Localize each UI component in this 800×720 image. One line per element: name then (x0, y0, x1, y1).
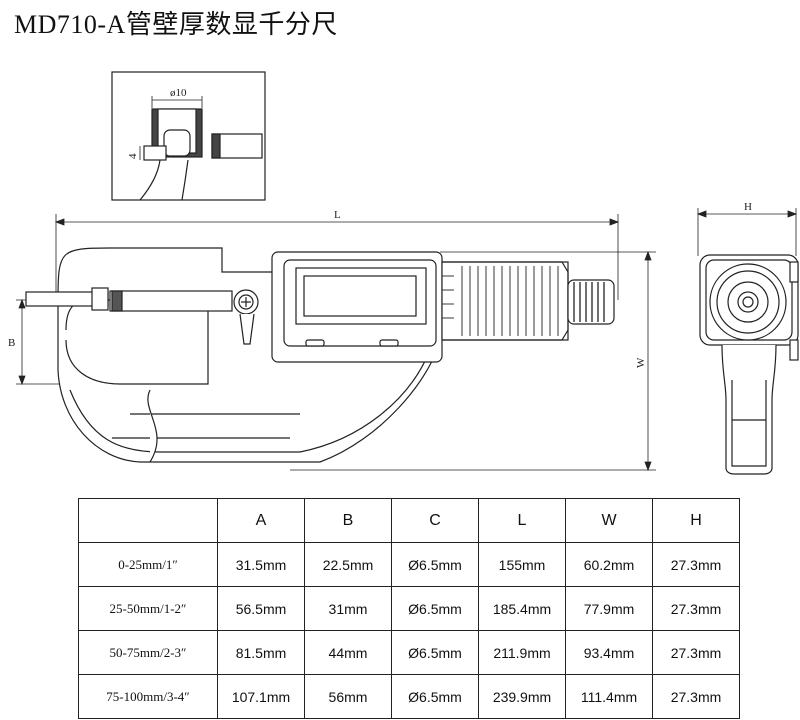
detail-view (111, 71, 266, 201)
table-cell: 77.9mm (565, 586, 653, 631)
dim-L-label: L (334, 209, 341, 221)
table-cell: 93.4mm (565, 630, 653, 675)
table-cell: Ø6.5mm (391, 542, 479, 587)
table-cell: Ø6.5mm (391, 674, 479, 719)
table-cell: Ø6.5mm (391, 586, 479, 631)
table-row: 0-25mm/1″ 31.5mm 22.5mm Ø6.5mm 155mm 60.… (78, 542, 740, 587)
table-cell: 27.3mm (652, 674, 740, 719)
table-cell: 60.2mm (565, 542, 653, 587)
table-header-cell: C (391, 498, 479, 543)
table-cell: 27.3mm (652, 630, 740, 675)
dimension-H (696, 208, 798, 256)
table-header-row: A B C L W H (78, 498, 740, 543)
detail-diameter-label: ø10 (170, 87, 187, 99)
table-header-cell: A (217, 498, 305, 543)
table-cell: 185.4mm (478, 586, 566, 631)
table-cell: 44mm (304, 630, 392, 675)
range-cell: 50-75mm/2-3″ (78, 630, 218, 675)
dimension-W (290, 250, 656, 472)
side-view (699, 254, 799, 475)
dimension-L (54, 214, 620, 300)
table-cell: 111.4mm (565, 674, 653, 719)
dim-W-label: W (635, 357, 647, 368)
spec-table: A B C L W H 0-25mm/1″ 31.5mm 22.5mm Ø6.5… (78, 498, 740, 719)
table-cell: 31mm (304, 586, 392, 631)
range-cell: 75-100mm/3-4″ (78, 674, 218, 719)
micrometer-body (25, 247, 615, 463)
table-cell: 56mm (304, 674, 392, 719)
table-cell: 27.3mm (652, 586, 740, 631)
table-row: 50-75mm/2-3″ 81.5mm 44mm Ø6.5mm 211.9mm … (78, 630, 740, 675)
range-cell: 25-50mm/1-2″ (78, 586, 218, 631)
table-cell: Ø6.5mm (391, 630, 479, 675)
table-cell: 81.5mm (217, 630, 305, 675)
table-cell: 56.5mm (217, 586, 305, 631)
table-cell: 211.9mm (478, 630, 566, 675)
page-title: MD710-A管壁厚数显千分尺 (14, 10, 338, 39)
table-cell: 27.3mm (652, 542, 740, 587)
table-header-cell: W (565, 498, 653, 543)
micrometer-drawing: ø10 4 L A B C (8, 71, 799, 475)
table-row: 75-100mm/3-4″ 107.1mm 56mm Ø6.5mm 239.9m… (78, 674, 740, 719)
table-cell: 155mm (478, 542, 566, 587)
table-cell: 22.5mm (304, 542, 392, 587)
table-header-cell: H (652, 498, 740, 543)
table-cell: 31.5mm (217, 542, 305, 587)
table-cell: 107.1mm (217, 674, 305, 719)
detail-side-label: 4 (127, 153, 139, 159)
table-row: 25-50mm/1-2″ 56.5mm 31mm Ø6.5mm 185.4mm … (78, 586, 740, 631)
table-header-cell: L (478, 498, 566, 543)
dim-B-label: B (8, 337, 15, 349)
table-header-cell: B (304, 498, 392, 543)
table-cell: 239.9mm (478, 674, 566, 719)
range-cell: 0-25mm/1″ (78, 542, 218, 587)
dim-H-label: H (744, 201, 752, 213)
table-header-cell (78, 498, 218, 543)
